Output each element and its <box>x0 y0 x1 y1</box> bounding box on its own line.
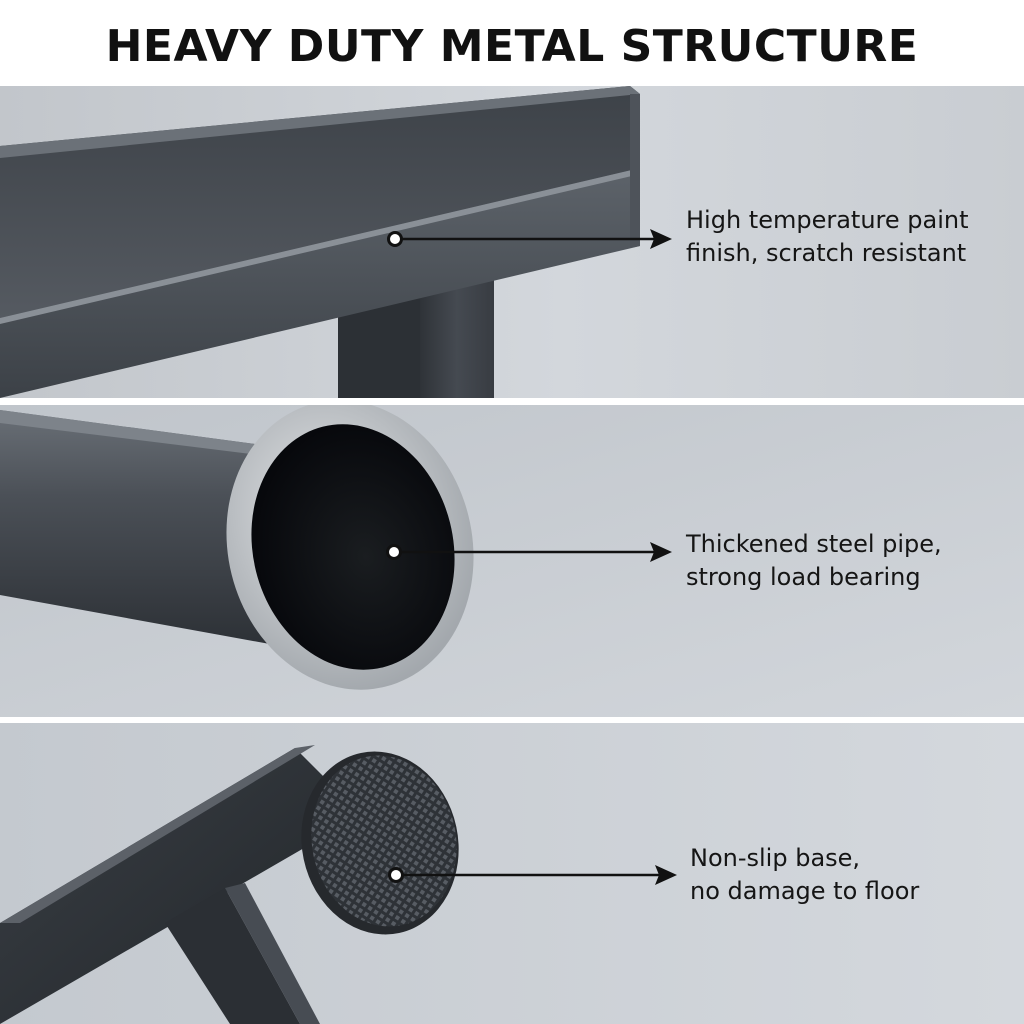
arrow-icon <box>655 865 677 885</box>
arrow-icon <box>650 229 672 249</box>
non-slip-base-callout <box>388 865 677 885</box>
table-edge-image <box>0 86 1024 398</box>
feature-caption: Thickened steel pipe, strong load bearin… <box>686 528 942 594</box>
feature-caption: High temperature paint finish, scratch r… <box>686 204 969 270</box>
non-slip-foot-image <box>0 723 1024 1024</box>
caption-line: no damage to floor <box>690 877 920 905</box>
caption-line: Thickened steel pipe, <box>686 530 942 558</box>
steel-pipe-panel: Thickened steel pipe, strong load bearin… <box>0 405 1024 717</box>
non-slip-base-panel: Non-slip base, no damage to floor <box>0 723 1024 1024</box>
caption-line: strong load bearing <box>686 563 921 591</box>
feature-caption: Non-slip base, no damage to floor <box>690 842 919 908</box>
steel-pipe-image <box>0 405 1024 717</box>
page-title: HEAVY DUTY METAL STRUCTURE <box>105 20 919 72</box>
caption-line: High temperature paint <box>686 206 969 234</box>
paint-finish-callout <box>387 229 672 249</box>
steel-pipe-callout <box>386 542 672 562</box>
arrow-icon <box>650 542 672 562</box>
paint-finish-panel: High temperature paint finish, scratch r… <box>0 86 1024 398</box>
caption-line: finish, scratch resistant <box>686 239 967 267</box>
caption-line: Non-slip base, <box>690 844 861 872</box>
